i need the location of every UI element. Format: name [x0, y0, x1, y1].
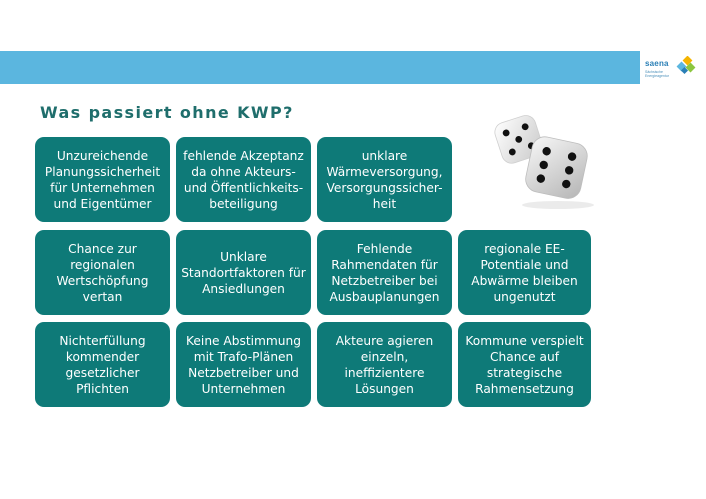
header-bar	[0, 51, 640, 84]
tile-regional-value: Chance zur regionalen Wertschöpfung vert…	[35, 230, 170, 315]
logo-mark-icon	[676, 56, 696, 75]
logo-subline: Sächsische Energieagentur	[645, 70, 669, 78]
dice-icon	[494, 115, 594, 209]
tile-renewable-potential: regionale EE-Potentiale und Abwärme blei…	[458, 230, 591, 315]
tile-acceptance: fehlende Akzeptanz da ohne Akteurs- und …	[176, 137, 311, 222]
tile-legal-obligations: Nichterfüllung kommender gesetzlicher Pf…	[35, 322, 170, 407]
tile-location-factors: Unklare Standortfaktoren für Ansiedlunge…	[176, 230, 311, 315]
tile-planning-security: Unzureichende Planungssicherheit für Unt…	[35, 137, 170, 222]
tile-coordination: Keine Abstimmung mit Trafo-Plänen Netzbe…	[176, 322, 311, 407]
tile-actors-alone: Akteure agieren einzeln, ineffizientere …	[317, 322, 452, 407]
tile-grid-operator-data: Fehlende Rahmendaten für Netzbetreiber b…	[317, 230, 452, 315]
tile-strategic-framework: Kommune verspielt Chance auf strategisch…	[458, 322, 591, 407]
page-title: Was passiert ohne KWP?	[40, 103, 294, 122]
tile-heat-supply: unklare Wärmeversorgung, Versorgungssich…	[317, 137, 452, 222]
logo-name: saena	[645, 59, 669, 68]
saena-logo: saena Sächsische Energieagentur	[645, 56, 697, 84]
